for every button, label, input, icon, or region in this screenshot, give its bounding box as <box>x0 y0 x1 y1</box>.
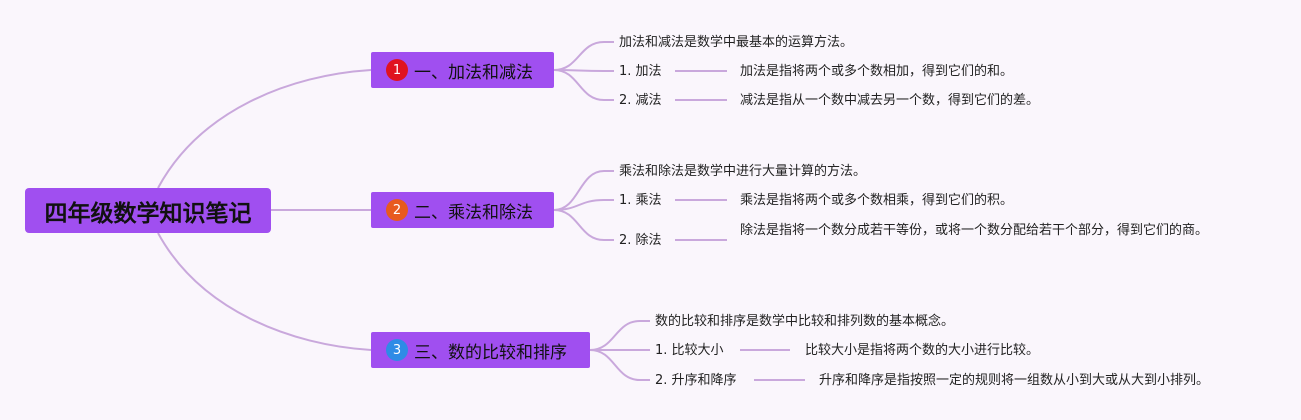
term-compare: 1. 比较大小 <box>655 343 724 358</box>
desc-multiplication: 乘法是指将两个或多个数相乘，得到它们的积。 <box>740 193 1014 208</box>
desc-division: 除法是指将一个数分成若干等份，或将一个数分配给若干个部分，得到它们的商。 <box>740 223 1209 238</box>
term-addition: 1. 加法 <box>619 64 662 79</box>
desc-sort-order: 升序和降序是指按照一定的规则将一组数从小到大或从大到小排列。 <box>819 373 1210 388</box>
connector-root-branch-3 <box>157 232 372 351</box>
priority-3-icon: 3 <box>386 339 408 361</box>
branch-title: 一、加法和减法 <box>414 62 533 83</box>
connector-branch-2-leaf-1 <box>553 170 614 211</box>
intro-text: 加法和减法是数学中最基本的运算方法。 <box>619 35 854 50</box>
priority-2-icon: 2 <box>386 199 408 221</box>
desc-compare: 比较大小是指将两个数的大小进行比较。 <box>805 343 1040 358</box>
priority-1-icon: 1 <box>386 59 408 81</box>
connector-branch-3-leaf-3 <box>589 349 650 381</box>
term-multiplication: 1. 乘法 <box>619 193 662 208</box>
root-label: 四年级数学知识笔记 <box>44 200 252 227</box>
root-node[interactable]: 四年级数学知识笔记 <box>25 188 271 233</box>
branch-title: 三、数的比较和排序 <box>414 342 567 363</box>
term-sort-order: 2. 升序和降序 <box>655 373 737 388</box>
connector-branch-2-leaf-3 <box>553 209 614 241</box>
connector-branch-1-leaf-1 <box>553 41 614 71</box>
branch-addition-subtraction[interactable]: 1 一、加法和减法 <box>371 52 554 88</box>
term-division: 2. 除法 <box>619 233 662 248</box>
desc-subtraction: 减法是指从一个数中减去另一个数，得到它们的差。 <box>740 93 1040 108</box>
connector-branch-1-leaf-3 <box>553 69 614 101</box>
branch-compare-sort[interactable]: 3 三、数的比较和排序 <box>371 332 590 368</box>
intro-text: 数的比较和排序是数学中比较和排列数的基本概念。 <box>655 314 955 329</box>
branch-multiplication-division[interactable]: 2 二、乘法和除法 <box>371 192 554 228</box>
connector-branch-3-leaf-1 <box>589 320 650 351</box>
connector-branch-2-leaf-2 <box>553 199 614 211</box>
term-subtraction: 2. 减法 <box>619 93 662 108</box>
connector-root-branch-1 <box>157 69 372 189</box>
intro-text: 乘法和除法是数学中进行大量计算的方法。 <box>619 164 867 179</box>
desc-addition: 加法是指将两个或多个数相加，得到它们的和。 <box>740 64 1014 79</box>
branch-title: 二、乘法和除法 <box>414 202 533 223</box>
